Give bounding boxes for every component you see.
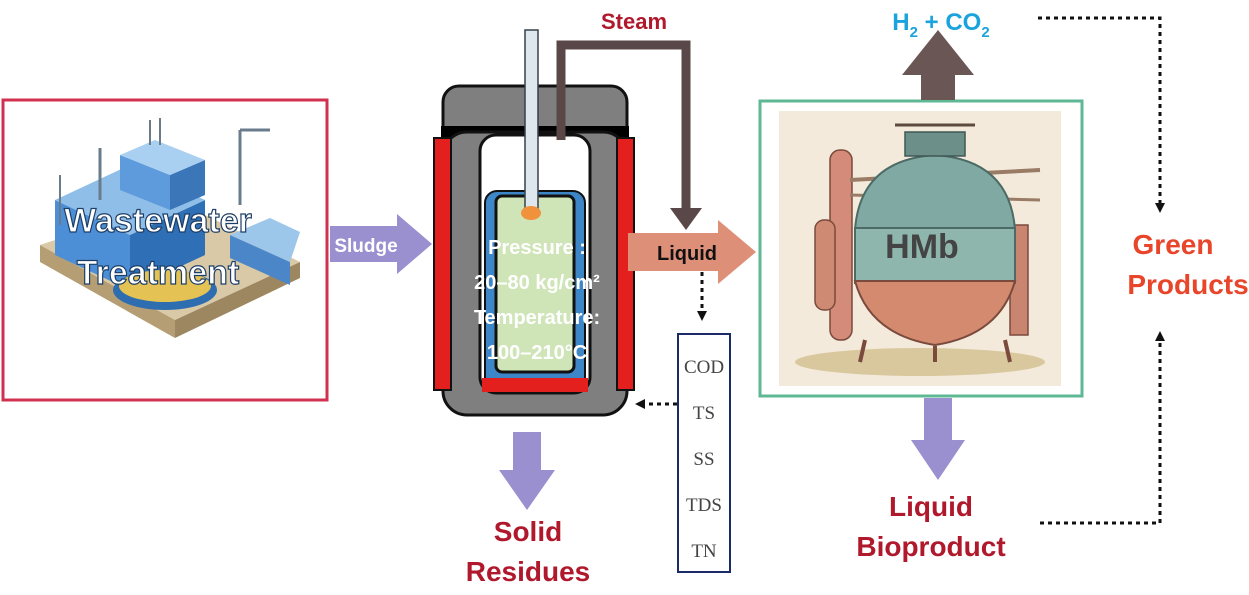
gas-outflow-arrow xyxy=(902,30,974,100)
wastewater-label: Wastewater xyxy=(64,202,252,240)
left-heater xyxy=(433,137,452,391)
param-ss: SS xyxy=(693,449,714,470)
bioreactor-illustration xyxy=(795,123,1045,376)
residues-label: Residues xyxy=(466,556,591,587)
bioproduct-to-green-products-connector xyxy=(1040,331,1165,525)
liquid-bioproduct-label-1: Liquid xyxy=(889,491,973,522)
liquid-bioproduct-label-2: Bioproduct xyxy=(856,531,1005,562)
sludge-label: Sludge xyxy=(334,236,397,257)
condition-pressure-value: 20–80 kg/cm² xyxy=(474,272,600,294)
condition-temperature-label: Temperature: xyxy=(474,307,600,329)
sludge-arrow: Sludge xyxy=(330,214,432,274)
green-label: Green xyxy=(1133,229,1214,260)
solid-residues-arrow xyxy=(499,432,555,510)
liquid-arrow: Liquid xyxy=(628,220,756,284)
treatment-plant-illustration xyxy=(40,118,300,338)
condition-temperature-value: 100–210°C xyxy=(487,342,587,364)
analysis-parameters-box: COD TS SS TDS TN xyxy=(677,333,731,573)
hmb-digester-panel: HMb xyxy=(758,99,1084,398)
gas-products-label: H2 + CO2 xyxy=(892,9,989,41)
products-label: Products xyxy=(1127,269,1248,300)
param-tn: TN xyxy=(691,541,717,562)
param-ts: TS xyxy=(693,403,715,424)
liquid-label: Liquid xyxy=(657,243,717,265)
steam-label: Steam xyxy=(601,9,667,34)
condition-pressure-label: Pressure : xyxy=(488,237,586,259)
sensor-tip xyxy=(521,206,541,220)
param-cod: COD xyxy=(684,357,724,378)
liquid-bioproduct-arrow xyxy=(911,398,965,480)
gas-to-green-products-connector xyxy=(1038,16,1165,213)
hydrothermal-reactor: Pressure : 20–80 kg/cm² Temperature: 100… xyxy=(433,29,635,417)
hmb-label: HMb xyxy=(885,228,959,266)
steam-line: Steam xyxy=(556,9,702,230)
param-tds: TDS xyxy=(686,495,722,516)
solid-label: Solid xyxy=(494,516,562,547)
wastewater-treatment-panel: Wastewater Treatment xyxy=(1,98,329,402)
treatment-label: Treatment xyxy=(77,254,240,292)
probe-rod xyxy=(524,29,539,211)
